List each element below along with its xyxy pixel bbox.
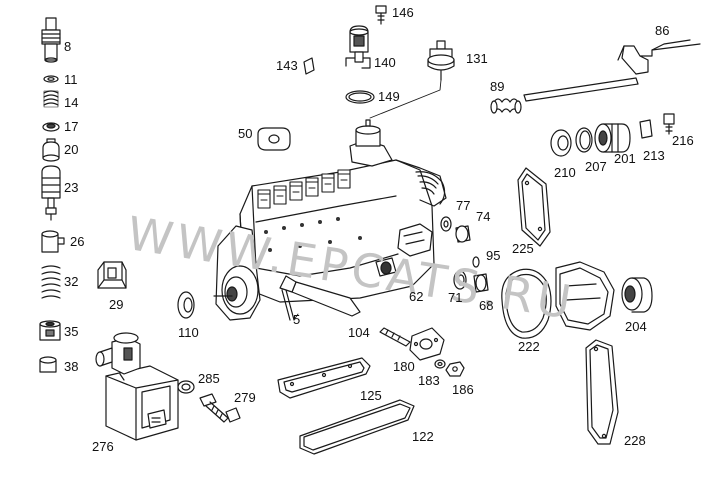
part-label-207: 207 (585, 159, 607, 174)
part-label-213: 213 (643, 148, 665, 163)
part-label-201: 201 (614, 151, 636, 166)
part-label-131: 131 (466, 51, 488, 66)
part-125-gasket (277, 357, 371, 399)
part-label-222: 222 (518, 339, 540, 354)
part-label-216: 216 (672, 133, 694, 148)
part-label-26: 26 (70, 234, 85, 249)
part-89-spring (490, 98, 522, 114)
part-label-210: 210 (554, 165, 576, 180)
part-label-23: 23 (64, 180, 79, 195)
main-pump-assembly (213, 79, 447, 321)
part-279-bolt (199, 393, 241, 423)
part-17-washer (42, 122, 60, 132)
part-228-gasket (585, 339, 619, 445)
part-label-50: 50 (238, 126, 253, 141)
part-222-gasket (501, 268, 552, 339)
part-29-bracket (97, 261, 127, 289)
part-23-element (41, 165, 61, 221)
part-label-8: 8 (64, 39, 72, 54)
part-label-89: 89 (490, 79, 505, 94)
part-label-285: 285 (198, 371, 220, 386)
part-label-104: 104 (348, 325, 370, 340)
part-216-bolt (663, 113, 675, 135)
part-146-screw (375, 5, 387, 25)
part-label-14: 14 (64, 95, 79, 110)
part-11-washer (43, 75, 59, 83)
part-label-35: 35 (64, 324, 79, 339)
part-32-spring (41, 265, 61, 299)
part-label-74: 74 (476, 209, 491, 224)
part-label-183: 183 (418, 373, 440, 388)
part-label-86: 86 (655, 23, 670, 38)
part-label-125: 125 (360, 388, 382, 403)
part-68-plug (473, 273, 489, 293)
part-186-nut (445, 361, 465, 377)
part-201-bearing (594, 123, 631, 153)
part-label-276: 276 (92, 439, 114, 454)
part-122-seal (299, 399, 415, 455)
part-label-146: 146 (392, 5, 414, 20)
part-86-control-rack (523, 39, 701, 102)
part-label-32: 32 (64, 274, 79, 289)
part-50-gasket (257, 127, 291, 151)
part-14-spring (43, 90, 59, 108)
part-label-225: 225 (512, 241, 534, 256)
part-26-sleeve (41, 230, 65, 253)
part-35-seat (39, 320, 61, 341)
part-180-flange (409, 327, 445, 361)
part-label-11: 11 (64, 72, 78, 87)
part-label-143: 143 (276, 58, 298, 73)
part-label-77: 77 (456, 198, 471, 213)
part-label-204: 204 (625, 319, 647, 334)
part-label-279: 279 (234, 390, 256, 405)
part-label-5: 5 (293, 312, 301, 327)
part-label-110: 110 (178, 325, 199, 340)
part-label-228: 228 (624, 433, 646, 448)
part-95-washer (472, 256, 480, 268)
part-140-solenoid (345, 25, 371, 69)
part-label-20: 20 (64, 142, 79, 157)
part-131-actuator (427, 40, 455, 81)
part-label-62: 62 (409, 289, 424, 304)
part-8-delivery-valve-holder (41, 17, 61, 63)
part-label-186: 186 (452, 382, 474, 397)
part-label-95: 95 (486, 248, 501, 263)
part-110-seal (177, 291, 195, 319)
part-207-oring (575, 127, 593, 153)
part-285-washer (177, 380, 195, 394)
part-label-71: 71 (448, 290, 463, 305)
part-label-180: 180 (393, 359, 415, 374)
part-label-140: 140 (374, 55, 396, 70)
part-20-valve (42, 138, 60, 162)
part-74-plug (455, 225, 471, 243)
part-label-17: 17 (64, 119, 79, 134)
part-label-38: 38 (64, 359, 79, 374)
part-label-122: 122 (412, 429, 434, 444)
part-label-149: 149 (378, 89, 400, 104)
part-276-valve-block (95, 332, 179, 441)
part-149-oring (345, 90, 375, 104)
part-label-68: 68 (479, 298, 494, 313)
part-204-cover (555, 261, 653, 331)
part-77-washer (440, 216, 452, 232)
part-label-29: 29 (109, 297, 124, 312)
part-213-plate (639, 119, 653, 139)
part-104-stud (379, 327, 411, 347)
part-143-clip (303, 57, 315, 75)
part-183-washer (434, 359, 446, 369)
part-210-seal (550, 129, 572, 157)
part-225-gasket (517, 167, 551, 247)
part-38-roller (39, 356, 57, 373)
part-71-seal (453, 270, 467, 290)
